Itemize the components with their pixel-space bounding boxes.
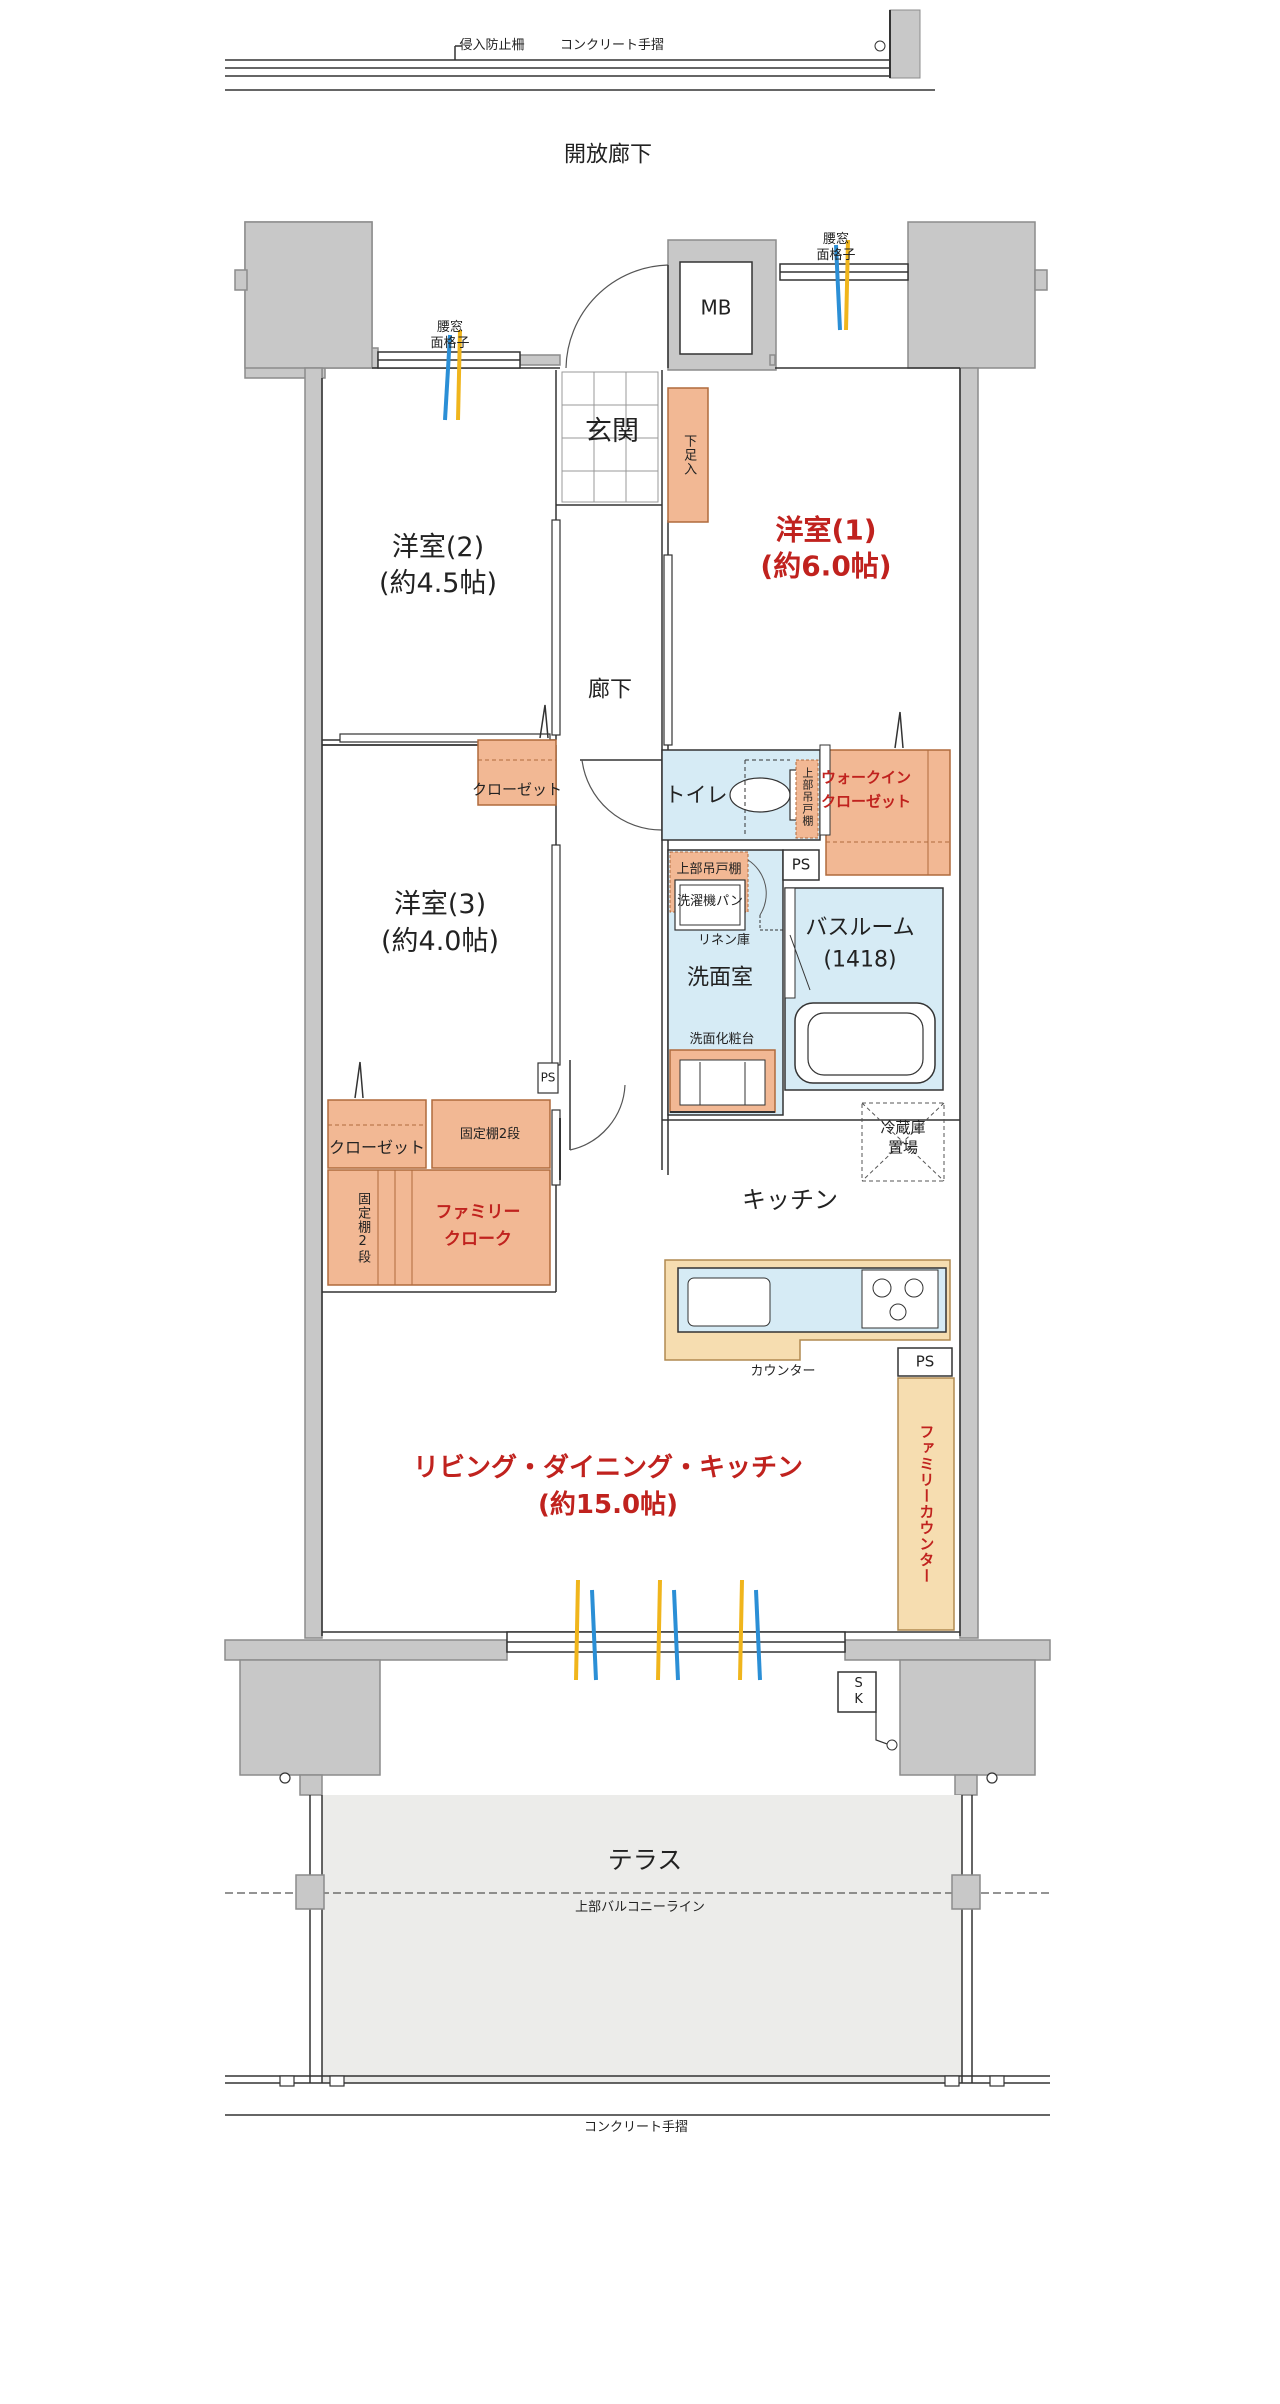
toilet-shelf-label: 上部吊戸棚 (800, 767, 814, 827)
family-counter (897, 1377, 955, 1631)
bottom-railing-label: コンクリート手摺 (583, 2119, 689, 2135)
window-grille-left-label: 面格子 (430, 335, 470, 351)
bathroom-name: バスルーム (805, 915, 915, 941)
top-right-pillar (889, 9, 921, 79)
window-grille-right-label: 面格子 (816, 247, 856, 263)
toilet-shelf (795, 759, 819, 839)
railing-post (874, 40, 886, 52)
closet-upper (477, 739, 557, 806)
fixed-shelf-top (431, 1099, 551, 1169)
linen-label: リネン庫 (697, 932, 751, 948)
entrance-label: 玄関 (585, 416, 639, 448)
toilet-bowl (729, 777, 791, 813)
open-corridor-label: 開放廊下 (563, 142, 653, 168)
counter-label: カウンター (750, 1363, 816, 1379)
terrace-area (322, 1795, 962, 2083)
entrance-floor (561, 371, 659, 503)
mb-closet (679, 261, 753, 355)
toilet-label: トイレ (664, 782, 728, 807)
fixed-shelf-side-label: 固定棚2段 (355, 1192, 371, 1264)
shoe-box-label: 下足入 (681, 434, 697, 476)
closet-lower-label: クローゼット (328, 1138, 426, 1157)
sk-label: SK (851, 1676, 867, 1708)
ps-label-1: PS (791, 855, 811, 874)
family-cloak-label-2: クローク (444, 1229, 512, 1250)
bedroom1-name: 洋室(1) (775, 513, 877, 547)
washer-pan (674, 879, 746, 931)
closet-upper-label: クローゼット (471, 780, 563, 799)
family-cloak (327, 1169, 551, 1286)
fridge-label-2: 置場 (887, 1138, 919, 1157)
fixed-shelf-top-label: 固定棚2段 (459, 1126, 521, 1142)
mb-label: MB (700, 295, 732, 320)
bedroom2-name: 洋室(2) (391, 532, 485, 564)
fridge-space (861, 1102, 945, 1182)
top-railing (225, 45, 935, 91)
air-flow-arrows (443, 239, 850, 1681)
window-top-right-label: 腰窓 (822, 231, 850, 247)
walkin-closet-label-2: クローゼット (820, 792, 912, 811)
upper-cabinet-label: 上部吊戸棚 (676, 861, 742, 877)
top-railing-guard-label: 侵入防止柵 (459, 37, 525, 53)
washer-pan-label: 洗濯機パン (677, 893, 743, 909)
terrace-label: テラス (607, 1845, 683, 1875)
bedroom2-size: (約4.5帖) (378, 568, 498, 600)
bedroom1-size: (約6.0帖) (760, 549, 892, 583)
sliding-doors (339, 519, 673, 1186)
walkin-closet (825, 749, 951, 876)
top-railing-label: コンクリート手摺 (559, 37, 665, 53)
ldk-size: (約15.0帖) (538, 1489, 678, 1520)
sk-box (837, 1671, 877, 1713)
bathroom-size: (1418) (823, 947, 897, 973)
bedroom3-name: 洋室(3) (393, 889, 487, 921)
ps-label-3: PS (915, 1352, 935, 1371)
family-cloak-label-1: ファミリー (435, 1202, 521, 1223)
ldk-name: リビング・ダイニング・キッチン (412, 1452, 804, 1483)
upper-balcony-line-label: 上部バルコニーライン (575, 1899, 705, 1915)
walkin-closet-label-1: ウォークイン (820, 768, 912, 787)
shoe-box (667, 387, 709, 523)
window-top-left-label: 腰窓 (436, 319, 464, 335)
ps-label-2: PS (540, 1070, 556, 1085)
family-counter-label: ファミリーカウンター (917, 1424, 936, 1584)
closet-lower (327, 1099, 427, 1169)
bedroom3-size: (約4.0帖) (380, 926, 500, 958)
entrance-door-swing (565, 264, 669, 369)
fridge-label-1: 冷蔵庫 (880, 1118, 926, 1137)
hallway-label: 廊下 (587, 677, 633, 703)
vanity-label: 洗面化粧台 (689, 1031, 755, 1047)
washroom-label: 洗面室 (686, 965, 754, 991)
terrace-lines (225, 1795, 1050, 2116)
railing-posts (279, 1772, 1005, 2087)
bathtub (794, 1002, 936, 1084)
kitchen-label: キッチン (742, 1186, 838, 1214)
